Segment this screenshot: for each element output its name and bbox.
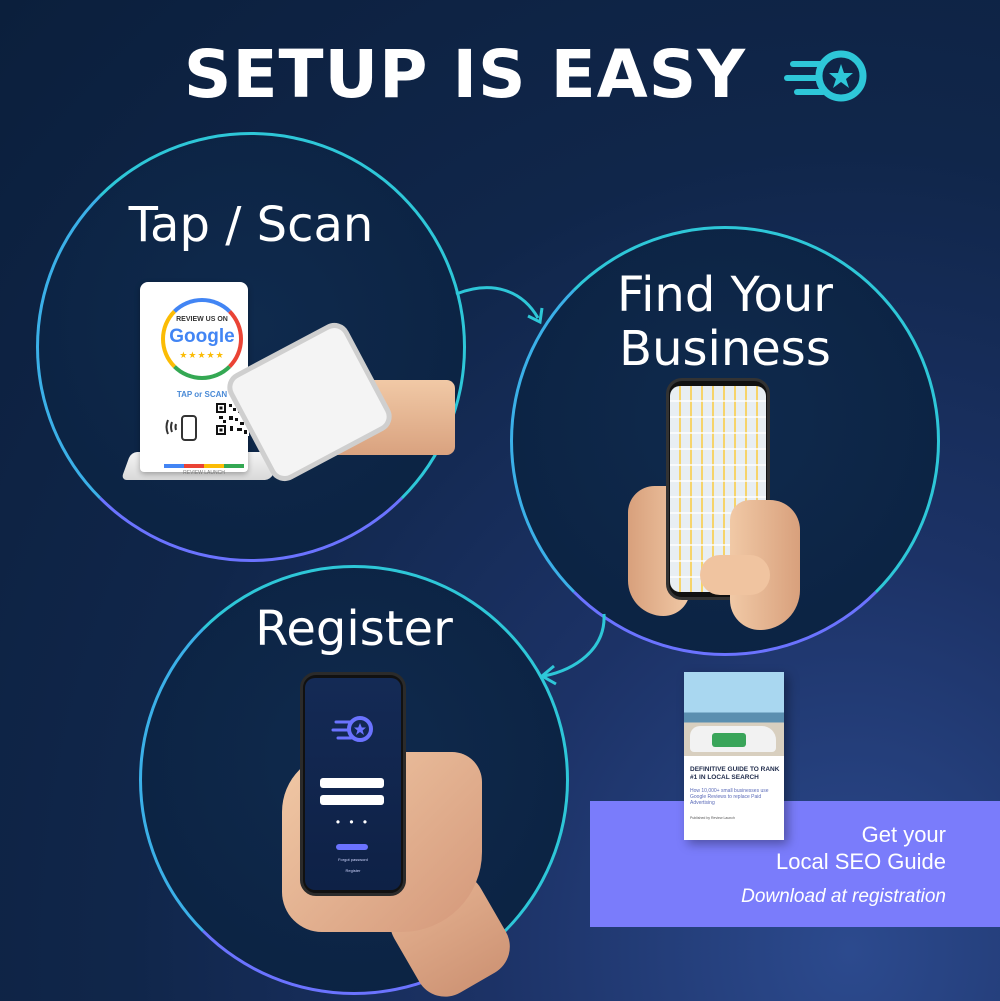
step-circle-tap-scan [36,132,466,562]
promo-line-3: Download at registration [741,886,946,907]
forgot-password-link[interactable]: Forgot password [338,857,368,862]
register-link[interactable]: Register [345,868,361,873]
step-label-register: Register [255,601,453,657]
page-title: SETUP IS EASY [183,36,747,113]
login-button[interactable] [336,844,368,850]
nfc-icon [165,415,197,441]
promo-banner [590,801,1000,927]
review-us-text: REVIEW US ON [176,316,228,323]
promo-line-1: Get your [861,822,946,847]
step-label-tap-scan: Tap / Scan [128,197,374,253]
loading-dots: • • • [335,815,371,829]
username-field[interactable] [320,778,384,788]
brand-color-strip [164,464,244,468]
tap-or-scan-text: TAP or SCAN [176,390,228,399]
thumb [700,555,770,595]
google-wordmark: Google [169,326,235,347]
stand-maker-text: REVIEW LAUNCH [183,470,225,476]
step-label-find-business: Find Your Business [616,267,834,377]
stars-rating: ★★★★★ [179,350,225,360]
book-title: DEFINITIVE GUIDE TO RANK #1 IN LOCAL SEA… [690,766,780,781]
promo-line-2: Local SEO Guide [776,849,946,874]
rocket-star-icon [784,50,867,102]
google-ring [161,298,243,380]
car-stripe [712,733,746,747]
arrow-right-icon [455,286,544,325]
book-publisher: Published by Review Launch [690,816,735,820]
arrow-down-left-icon [539,613,606,686]
password-field[interactable] [320,795,384,805]
rocket-star-icon [331,716,373,742]
book-subtitle: How 10,000+ small businesses use Google … [690,788,769,806]
